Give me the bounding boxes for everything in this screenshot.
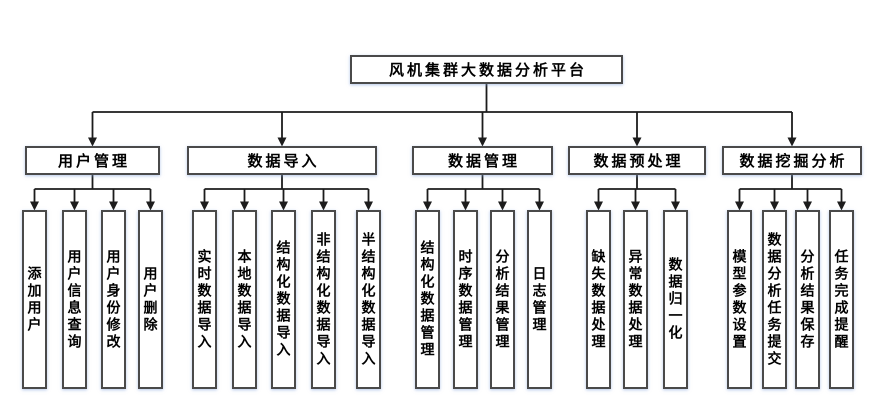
leaf-label: 半结构化数据导入 — [360, 231, 377, 368]
leaf-user-identity-modify: 用户身份修改 — [101, 210, 126, 389]
branch-label: 用户管理 — [57, 153, 130, 170]
leaf-label: 异常数据处理 — [627, 248, 644, 351]
leaf-timeseries-data-management: 时序数据管理 — [453, 210, 478, 389]
leaf-label: 用户身份修改 — [105, 248, 122, 351]
branch-data-preprocessing: 数据预处理 — [568, 146, 706, 175]
leaf-label: 时序数据管理 — [457, 248, 474, 351]
leaf-model-parameter-settings: 模型参数设置 — [727, 210, 752, 389]
branch-user-management: 用户管理 — [25, 146, 160, 175]
leaf-structured-data-import: 结构化数据导入 — [271, 210, 296, 389]
leaf-missing-data-processing: 缺失数据处理 — [586, 210, 611, 389]
root-node: 风机集群大数据分析平台 — [350, 55, 623, 84]
branch-data-import: 数据导入 — [187, 146, 377, 175]
leaf-user-delete: 用户删除 — [138, 210, 163, 389]
leaf-label: 添加用户 — [26, 265, 43, 334]
leaf-label: 非结构化数据导入 — [315, 231, 332, 368]
leaf-label: 日志管理 — [531, 265, 548, 334]
leaf-semistructured-data-import: 半结构化数据导入 — [356, 210, 381, 389]
leaf-label: 本地数据导入 — [236, 248, 253, 351]
leaf-analysis-result-save: 分析结果保存 — [795, 210, 820, 389]
branch-label: 数据挖掘分析 — [739, 153, 848, 170]
leaf-log-management: 日志管理 — [527, 210, 552, 389]
leaf-label: 分析结果保存 — [799, 248, 816, 351]
leaf-label: 结构化数据导入 — [275, 240, 292, 359]
leaf-label: 任务完成提醒 — [833, 248, 850, 351]
leaf-abnormal-data-processing: 异常数据处理 — [623, 210, 648, 389]
leaf-add-user: 添加用户 — [22, 210, 47, 389]
leaf-analysis-task-submit: 数据分析任务提交 — [762, 210, 787, 389]
leaf-unstructured-data-import: 非结构化数据导入 — [311, 210, 336, 389]
leaf-label: 实时数据导入 — [196, 248, 213, 351]
root-node-label: 风机集群大数据分析平台 — [388, 62, 587, 79]
branch-label: 数据管理 — [447, 153, 520, 170]
leaf-local-data-import: 本地数据导入 — [232, 210, 257, 389]
leaf-label: 用户信息查询 — [66, 248, 83, 351]
leaf-label: 分析结果管理 — [494, 248, 511, 351]
branch-label: 数据导入 — [247, 153, 320, 170]
leaf-analysis-result-management: 分析结果管理 — [490, 210, 515, 389]
leaf-label: 模型参数设置 — [731, 248, 748, 351]
branch-label: 数据预处理 — [593, 153, 684, 170]
leaf-realtime-data-import: 实时数据导入 — [192, 210, 217, 389]
leaf-label: 数据分析任务提交 — [766, 231, 783, 368]
leaf-data-normalization: 数据归一化 — [663, 210, 688, 389]
leaf-label: 缺失数据处理 — [590, 248, 607, 351]
leaf-task-complete-reminder: 任务完成提醒 — [829, 210, 854, 389]
branch-data-management: 数据管理 — [412, 146, 553, 175]
leaf-user-info-query: 用户信息查询 — [62, 210, 87, 389]
branch-data-mining-analysis: 数据挖掘分析 — [722, 146, 862, 175]
leaf-label: 数据归一化 — [667, 257, 684, 342]
leaf-structured-data-management: 结构化数据管理 — [415, 210, 440, 389]
leaf-label: 结构化数据管理 — [419, 240, 436, 359]
leaf-label: 用户删除 — [142, 265, 159, 334]
